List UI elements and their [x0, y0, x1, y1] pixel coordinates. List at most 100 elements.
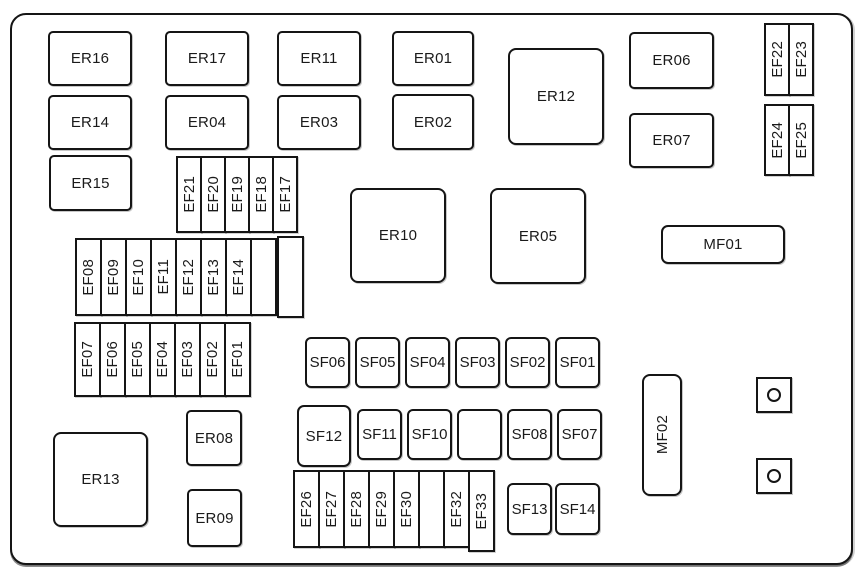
fuse-ef11: EF11 — [150, 238, 177, 316]
fuse-ef33-label: EF33 — [473, 492, 490, 530]
fuse-ef04: EF04 — [149, 322, 176, 397]
mega-fuse-mf02: MF02 — [642, 374, 682, 496]
fuse-sf04: SF04 — [405, 337, 450, 388]
fuse-strip-ef21-ef17: EF21 EF20 EF19 EF18 EF17 — [176, 156, 298, 233]
relay-er10: ER10 — [350, 188, 446, 283]
fuse-ef12-label: EF12 — [180, 258, 197, 296]
relay-er17: ER17 — [165, 31, 249, 86]
fuse-ef24: EF24 — [764, 104, 790, 176]
terminal-pin-icon — [767, 388, 781, 402]
relay-er16: ER16 — [48, 31, 132, 86]
fuse-ef03: EF03 — [174, 322, 201, 397]
fuse-strip-ef07-ef01: EF07 EF06 EF05 EF04 EF03 EF02 EF01 — [74, 322, 251, 397]
fuse-sf10: SF10 — [407, 409, 452, 460]
relay-er09: ER09 — [187, 489, 242, 547]
fuse-ef26-label: EF26 — [298, 490, 315, 528]
fuse-ef10-label: EF10 — [130, 258, 147, 296]
fuse-ef10: EF10 — [125, 238, 152, 316]
fuse-ef01-label: EF01 — [229, 341, 246, 378]
fuse-ef06-label: EF06 — [104, 341, 121, 378]
fuse-ef05-label: EF05 — [129, 341, 146, 378]
fuse-ef07-label: EF07 — [79, 341, 96, 378]
sf-fuse-row2: SF11 SF10 SF08 SF07 — [357, 409, 602, 460]
empty-fuse-slot — [277, 236, 304, 318]
fuse-ef27-label: EF27 — [323, 490, 340, 528]
fuse-ef28: EF28 — [343, 470, 370, 548]
fuse-ef08-label: EF08 — [80, 258, 97, 296]
fuse-sf14: SF14 — [555, 483, 600, 535]
fuse-ef32: EF32 — [443, 470, 470, 548]
fuse-sf05: SF05 — [355, 337, 400, 388]
fuse-ef09: EF09 — [100, 238, 127, 316]
relay-er06: ER06 — [629, 32, 714, 89]
fuse-ef03-label: EF03 — [179, 341, 196, 378]
fuse-strip-ef24-ef25: EF24 EF25 — [764, 104, 814, 176]
fuse-ef17-label: EF17 — [276, 176, 294, 213]
terminal-pin-icon — [767, 469, 781, 483]
relay-er04: ER04 — [165, 95, 249, 150]
fuse-ef22: EF22 — [764, 23, 790, 96]
empty-fuse-slot — [418, 470, 445, 548]
fuse-ef32-label: EF32 — [448, 490, 465, 528]
fuse-sf12: SF12 — [297, 405, 351, 467]
fuse-ef13-label: EF13 — [205, 258, 222, 296]
fuse-strip-ef22-ef23: EF22 EF23 — [764, 23, 814, 96]
fuse-ef29-label: EF29 — [373, 490, 390, 528]
fuse-ef33: EF33 — [468, 470, 495, 552]
fuse-ef24-label: EF24 — [768, 121, 786, 159]
relay-er07: ER07 — [629, 113, 714, 168]
mega-fuse-mf01: MF01 — [661, 225, 785, 264]
relay-er08: ER08 — [186, 410, 242, 466]
fuse-ef18-label: EF18 — [252, 176, 270, 213]
fuse-ef02: EF02 — [199, 322, 226, 397]
fuse-ef19: EF19 — [224, 156, 250, 233]
fuse-ef11-label: EF11 — [155, 259, 172, 295]
fuse-ef09-label: EF09 — [105, 258, 122, 296]
fuse-ef07: EF07 — [74, 322, 101, 397]
fuse-ef14-label: EF14 — [230, 258, 247, 296]
fuse-ef21-label: EF21 — [180, 176, 198, 213]
fuse-ef22-label: EF22 — [768, 41, 786, 78]
empty-fuse-slot — [250, 238, 277, 316]
relay-er11: ER11 — [277, 31, 361, 86]
fuse-sf11: SF11 — [357, 409, 402, 460]
empty-fuse-slot — [457, 409, 502, 460]
sf-fuse-row3: SF13 SF14 — [507, 483, 600, 535]
fuse-ef25-label: EF25 — [792, 121, 810, 159]
sf-fuse-row1: SF06 SF05 SF04 SF03 SF02 SF01 — [305, 337, 600, 388]
fuse-ef02-label: EF02 — [204, 341, 221, 378]
fuse-ef19-label: EF19 — [228, 176, 246, 213]
fuse-ef27: EF27 — [318, 470, 345, 548]
fuse-ef30-label: EF30 — [398, 490, 415, 528]
fuse-sf06: SF06 — [305, 337, 350, 388]
fuse-ef05: EF05 — [124, 322, 151, 397]
fuse-ef08: EF08 — [75, 238, 102, 316]
fuse-strip-ef26-ef33: EF26 EF27 EF28 EF29 EF30 EF32 EF33 — [293, 470, 495, 552]
fuse-ef30: EF30 — [393, 470, 420, 548]
fuse-sf08: SF08 — [507, 409, 552, 460]
relay-er14: ER14 — [48, 95, 132, 150]
fuse-ef13: EF13 — [200, 238, 227, 316]
fuse-ef12: EF12 — [175, 238, 202, 316]
fuse-ef01: EF01 — [224, 322, 251, 397]
fuse-ef21: EF21 — [176, 156, 202, 233]
fuse-sf01: SF01 — [555, 337, 600, 388]
relay-er05: ER05 — [490, 188, 586, 284]
terminal-post-lower — [756, 458, 792, 494]
relay-er03: ER03 — [277, 95, 361, 150]
relay-er12: ER12 — [508, 48, 604, 145]
fuse-sf03: SF03 — [455, 337, 500, 388]
fuse-ef14: EF14 — [225, 238, 252, 316]
fuse-sf13: SF13 — [507, 483, 552, 535]
fuse-ef28-label: EF28 — [348, 490, 365, 528]
fuse-sf02: SF02 — [505, 337, 550, 388]
mega-fuse-mf02-label: MF02 — [653, 415, 671, 455]
fuse-ef26: EF26 — [293, 470, 320, 548]
relay-er01: ER01 — [392, 31, 474, 86]
fuse-ef23: EF23 — [788, 23, 814, 96]
relay-er02: ER02 — [392, 94, 474, 150]
fuse-ef18: EF18 — [248, 156, 274, 233]
terminal-post-upper — [756, 377, 792, 413]
fuse-ef06: EF06 — [99, 322, 126, 397]
